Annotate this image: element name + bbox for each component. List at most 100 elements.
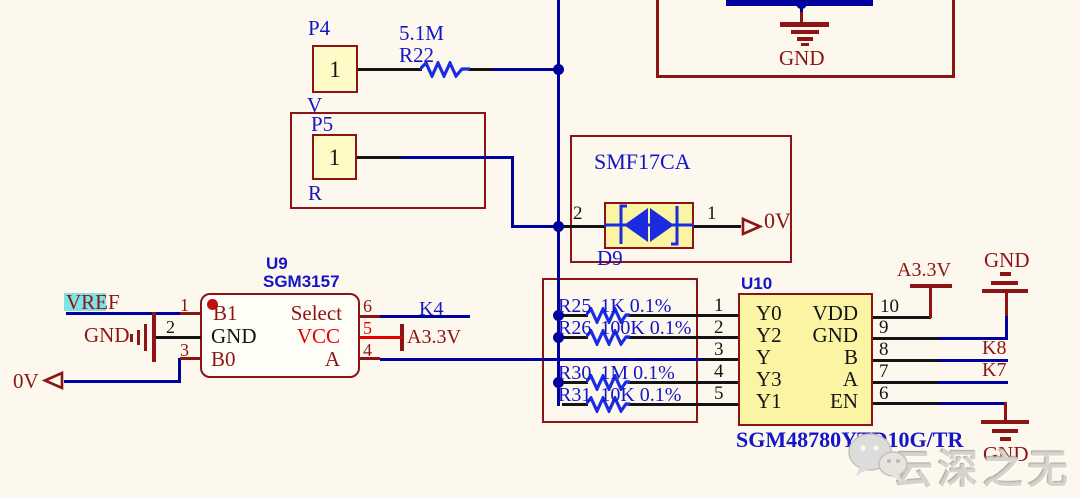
wire	[490, 68, 559, 71]
u10-pin-vdd: VDD	[812, 301, 859, 325]
pin-lead	[628, 314, 738, 317]
pin-lead	[562, 314, 588, 317]
u9-pin-b0: B0	[211, 347, 236, 371]
k4-wire	[380, 315, 470, 318]
gnd-symbol-bar	[982, 289, 1028, 293]
r25-value: 1K 0.1%	[600, 295, 672, 317]
gnd-symbol-bar	[137, 330, 140, 345]
zero-v-wire	[64, 380, 180, 383]
wire	[1005, 315, 1008, 340]
u9-pin-gnd: GND	[211, 324, 257, 348]
gnd-label: GND	[984, 248, 1030, 272]
r26-ref: R26	[558, 317, 592, 339]
u9-pin6-number: 6	[363, 296, 372, 316]
gnd-symbol-bar	[1000, 272, 1011, 276]
u10-pin10-lead	[873, 316, 931, 319]
u10-pin10-number: 10	[880, 296, 899, 317]
d9-pin1-number: 1	[707, 203, 717, 224]
resistor-zigzag-r22	[420, 61, 470, 78]
u9-pin-a: A	[324, 347, 340, 371]
junction-dot	[553, 377, 564, 388]
pin-lead	[562, 403, 588, 406]
k4-net-label: K4	[419, 298, 444, 320]
gnd-symbol-bar	[991, 281, 1018, 285]
d9-part-number: SMF17CA	[594, 149, 691, 174]
a33-bar-u9	[400, 324, 404, 351]
u9-pin-b1: B1	[213, 301, 238, 325]
gnd-label: GND	[84, 323, 130, 347]
zero-v-arrow-right	[741, 217, 763, 236]
junction-dot	[553, 221, 564, 232]
u9-pin3-stub	[180, 357, 200, 360]
u10-pin-y0: Y0	[756, 301, 782, 325]
r30-value: 1M 0.1%	[600, 362, 675, 384]
u10-pin2-number: 2	[714, 317, 724, 338]
junction-dot	[553, 332, 564, 343]
vref-net-label: VREF	[66, 290, 120, 314]
gnd-label: GND	[779, 46, 825, 70]
r25-ref: R25	[558, 295, 592, 317]
a-signal-wire	[380, 358, 702, 361]
pin-lead	[468, 68, 492, 71]
u9-pin2-number: 2	[166, 317, 175, 337]
p5-pin-box	[312, 134, 357, 180]
a33-label: A3.3V	[407, 326, 461, 348]
gnd-symbol-bar	[992, 429, 1018, 433]
k7-net-label: K7	[982, 359, 1007, 381]
u9-pin-vcc: VCC	[296, 324, 340, 348]
pin-lead	[628, 336, 738, 339]
u10-pin-y2: Y2	[756, 323, 782, 347]
u9-pin3-number: 3	[180, 340, 189, 360]
u10-pin-y1: Y1	[756, 389, 782, 413]
pin-lead	[358, 68, 422, 71]
pin-lead	[357, 156, 401, 159]
u10-pin9-lead	[873, 337, 938, 340]
gnd-symbol-bar	[130, 334, 133, 342]
top-circuit-block-outline	[656, 0, 955, 78]
gnd-stem	[1004, 402, 1007, 422]
u9-pin4-number: 4	[363, 340, 372, 360]
p5-pin-number: 1	[328, 144, 341, 170]
pin-lead	[562, 336, 588, 339]
u10-chip-body	[738, 293, 873, 426]
u9-part-number: SGM3157	[263, 272, 340, 291]
k8-net-label: K8	[982, 337, 1007, 359]
u9-designator: U9	[266, 254, 288, 273]
u10-designator: U10	[741, 274, 773, 293]
u10-pin7-number: 7	[879, 361, 889, 382]
pin-lead	[561, 225, 605, 228]
u10-pin8-lead	[873, 359, 938, 362]
p5-designator: P5	[311, 112, 334, 136]
u9-pin1-number: 1	[180, 295, 189, 315]
u10-pin8-number: 8	[879, 339, 889, 360]
pin-lead	[694, 225, 741, 228]
u9-pin-select: Select	[290, 301, 342, 325]
zero-v-label: 0V	[764, 208, 791, 233]
u10-pin4-number: 4	[714, 361, 724, 382]
u10-part-number: SGM48780YTD10G/TR	[736, 427, 964, 452]
wire	[511, 225, 559, 228]
gnd-stem	[1005, 293, 1008, 316]
k8-wire	[938, 359, 1008, 362]
k7-wire	[938, 381, 1008, 384]
u9-pin2-lead	[155, 336, 201, 339]
a33-stem	[929, 287, 932, 318]
resistor-zigzag-r26	[586, 329, 630, 346]
main-vertical-wire	[557, 0, 560, 406]
d9-block-outline	[570, 135, 792, 263]
a33-label: A3.3V	[897, 259, 951, 281]
pin-lead	[628, 403, 738, 406]
p4-pin-number: 1	[329, 56, 341, 82]
pin-lead	[628, 381, 738, 384]
u10-pin5-number: 5	[714, 383, 724, 404]
r25-label: R25 1K 0.1%	[558, 296, 671, 316]
u10-pin7-lead	[873, 381, 938, 384]
junction-dot	[553, 310, 564, 321]
gnd-label: GND	[983, 442, 1029, 466]
junction-dot	[553, 64, 564, 75]
p4-designator: P4	[308, 16, 331, 40]
